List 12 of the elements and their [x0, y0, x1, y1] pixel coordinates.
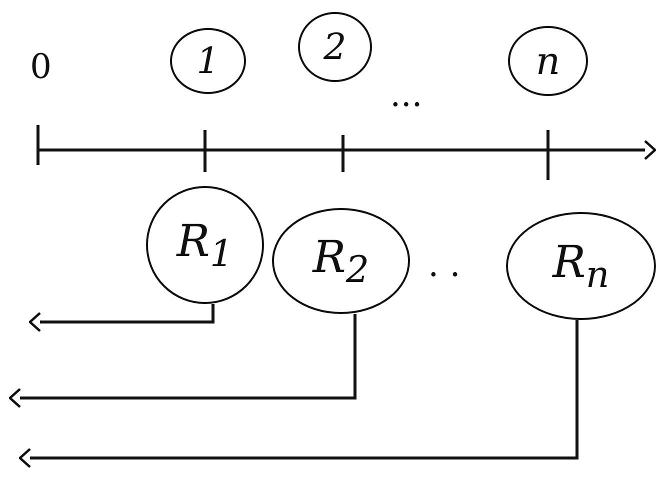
- circle-node: 2: [298, 12, 372, 82]
- arrow: [8, 314, 356, 408]
- ellipsis: ...: [390, 78, 422, 112]
- circle-node: 1: [170, 28, 246, 94]
- arrow: [18, 320, 578, 468]
- ellipsis: . .: [428, 248, 460, 282]
- arrow: [28, 304, 214, 332]
- time-label: 0: [30, 50, 52, 84]
- circle-node: R$_{n}$: [506, 212, 656, 320]
- circle-node: R$_{1}$: [146, 186, 264, 304]
- circle-node: n: [508, 26, 588, 96]
- circle-node: R$_{2}$: [272, 208, 410, 314]
